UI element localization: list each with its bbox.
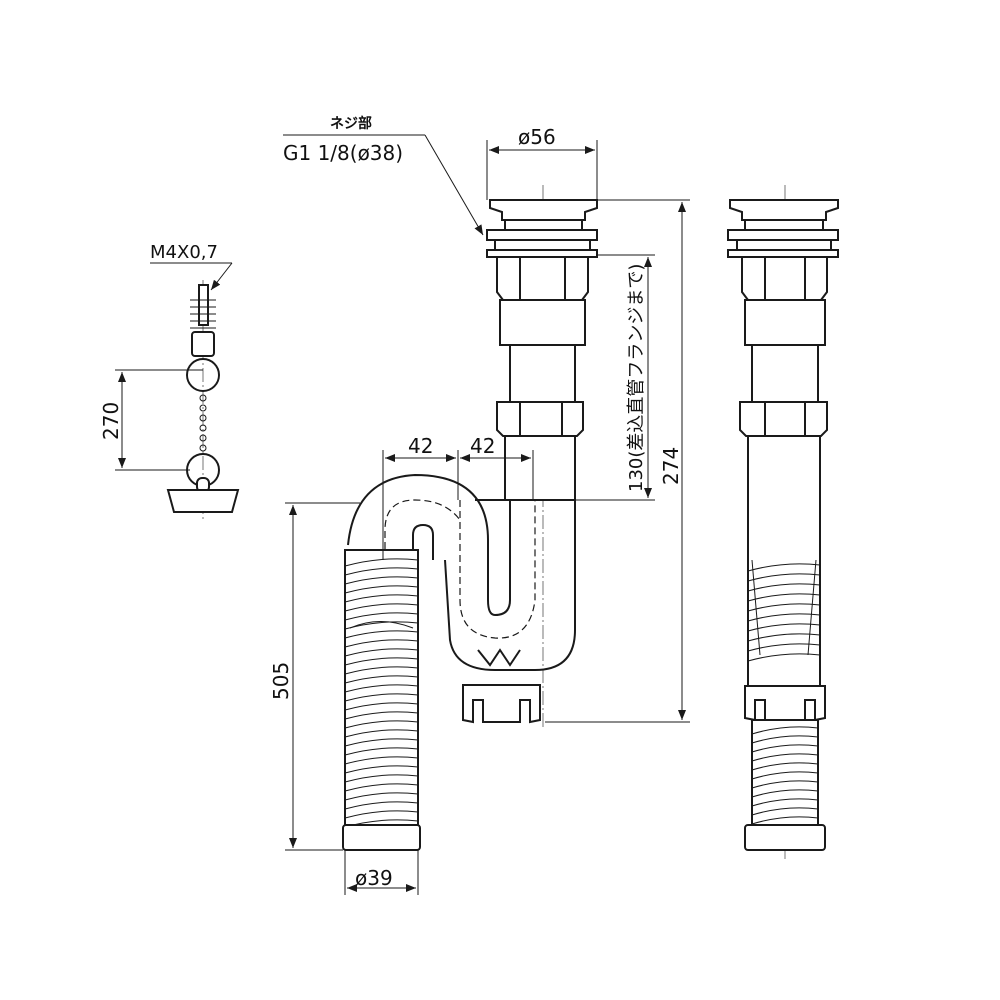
corrugation-line <box>344 792 419 801</box>
corrugation-line <box>751 735 819 744</box>
corrugation-line <box>344 576 419 585</box>
corrugation-line <box>344 558 419 567</box>
stopper-chain-assembly: M4X0,7 270 <box>99 242 240 520</box>
corrugation-line <box>344 756 419 765</box>
corrugation-line <box>751 753 819 762</box>
corrugation-line <box>344 567 419 576</box>
insert-length-label: 130(差込直管フランジまで) <box>626 264 647 492</box>
corrugation-line <box>751 726 819 735</box>
corrugation-line <box>344 774 419 783</box>
corrugation-line <box>751 780 819 789</box>
corrugation-line <box>344 765 419 774</box>
corrugation-line <box>747 593 821 602</box>
corrugation-line <box>747 623 821 632</box>
corrugation-line <box>344 684 419 693</box>
corrugation-line <box>344 783 419 792</box>
offset-a-label: 42 <box>408 434 433 458</box>
rubber-stopper <box>166 489 240 513</box>
corrugation-line <box>344 738 419 747</box>
corrugation-line <box>344 603 419 612</box>
corrugation-line <box>344 630 419 639</box>
corrugation-line <box>747 563 821 572</box>
stopper-thread-label: M4X0,7 <box>150 242 218 263</box>
corrugation-line <box>344 594 419 603</box>
corrugation-line <box>747 633 821 642</box>
corrugation-line <box>344 747 419 756</box>
s-trap-front-view <box>342 185 598 851</box>
corrugation-line <box>344 585 419 594</box>
corrugation-line <box>344 693 419 702</box>
corrugation-line <box>751 816 819 825</box>
chain-length-label: 270 <box>99 402 123 440</box>
corrugation-line <box>751 807 819 816</box>
corrugation-line <box>344 801 419 810</box>
side-view <box>727 185 839 860</box>
hose-length-label: 505 <box>269 662 293 700</box>
corrugation-line <box>344 657 419 666</box>
corrugation-line <box>747 653 821 662</box>
corrugation-line <box>751 762 819 771</box>
corrugation-line <box>344 639 419 648</box>
hose-diameter-label: ø39 <box>355 866 393 890</box>
corrugation-line <box>751 789 819 798</box>
corrugation-line <box>747 573 821 582</box>
corrugation-line <box>344 720 419 729</box>
corrugation-line <box>344 666 419 675</box>
corrugation-line <box>344 729 419 738</box>
corrugation-line <box>747 583 821 592</box>
corrugation-line <box>747 643 821 652</box>
dimensions: ネジ部 G1 1/8(ø38) ø56 274 130(差込直管フランジまで) … <box>269 115 690 895</box>
corrugation-line <box>747 603 821 612</box>
offset-b-label: 42 <box>470 434 495 458</box>
corrugation-line <box>344 810 419 819</box>
top-diameter-label: ø56 <box>518 125 556 149</box>
corrugation-line <box>751 798 819 807</box>
thread-label-jp: ネジ部 <box>330 115 372 132</box>
corrugation-line <box>747 613 821 622</box>
corrugation-line <box>344 648 419 657</box>
total-height-label: 274 <box>659 447 683 485</box>
corrugation-line <box>344 702 419 711</box>
corrugation-line <box>751 744 819 753</box>
corrugation-line <box>344 612 419 621</box>
corrugation-line <box>751 771 819 780</box>
thread-spec-label: G1 1/8(ø38) <box>283 141 403 165</box>
corrugation-line <box>344 711 419 720</box>
corrugation-line <box>344 675 419 684</box>
